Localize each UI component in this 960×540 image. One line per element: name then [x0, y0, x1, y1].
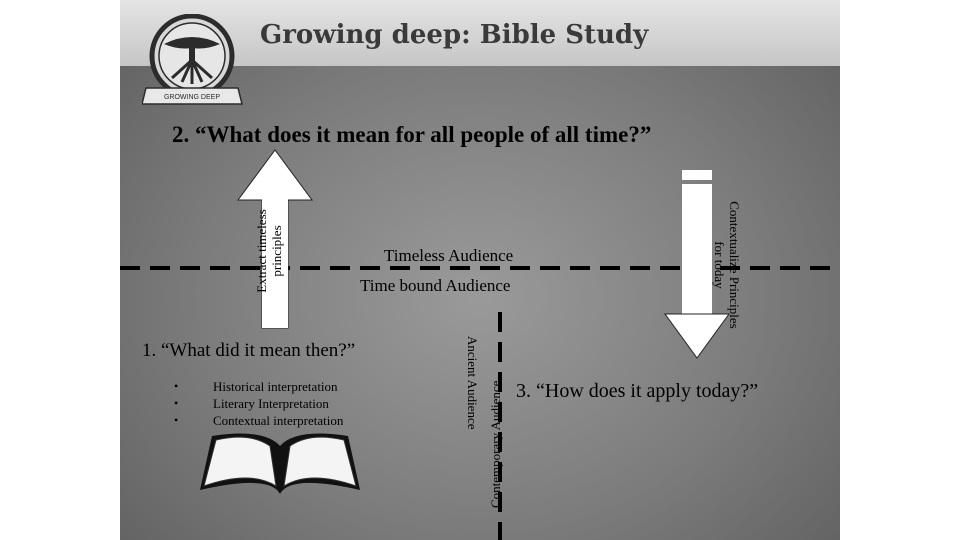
list-item: Contextual interpretation: [174, 412, 343, 429]
header-band: [120, 0, 840, 66]
contextualize-principles-label: Contextualize Principles for today: [712, 201, 742, 329]
ancient-audience-label: Ancient Audience: [465, 336, 480, 430]
page-title: Growing deep: Bible Study: [260, 20, 649, 50]
question-application: 3. “How does it apply today?”: [516, 380, 759, 402]
list-item: Literary Interpretation: [174, 395, 343, 412]
timeless-audience-label: Timeless Audience: [384, 246, 514, 265]
logo-text: GROWING DEEP: [164, 94, 220, 101]
slide: GROWING DEEP Growing deep: Bible Study 2…: [120, 0, 840, 540]
open-book-icon: [200, 433, 360, 494]
contemporary-audience-label: Contemporary Audience: [488, 380, 503, 508]
question-universal-meaning: 2. “What does it mean for all people of …: [172, 122, 652, 147]
up-arrow-icon: [237, 149, 313, 329]
question-original-meaning: 1. “What did it mean then?”: [142, 340, 356, 361]
list-item: Historical interpretation: [174, 378, 343, 395]
interpretation-list: Historical interpretation Literary Inter…: [174, 378, 343, 429]
diagram-lines: [120, 149, 840, 540]
time-bound-audience-label: Time bound Audience: [360, 276, 511, 295]
down-arrow-icon: [664, 170, 730, 359]
tree-logo-icon: GROWING DEEP: [142, 14, 243, 105]
extract-principles-label: Extract timeless principles: [254, 209, 284, 293]
